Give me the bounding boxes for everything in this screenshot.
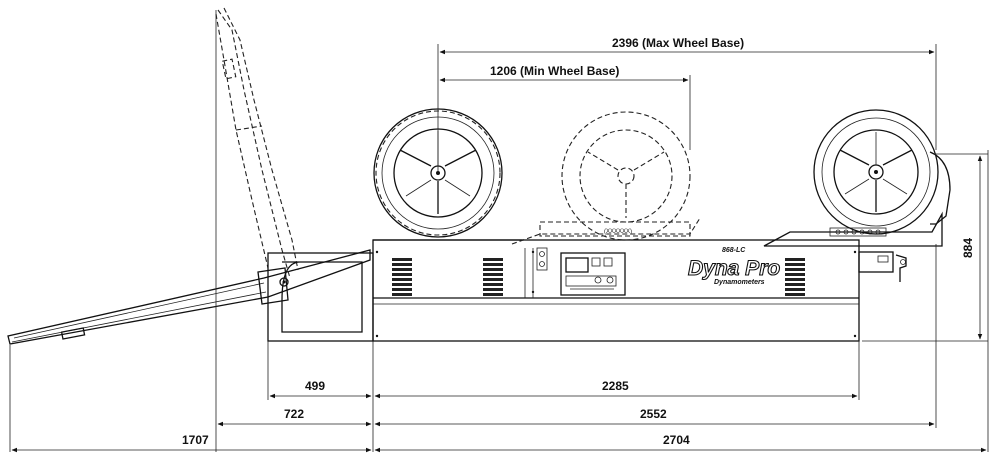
dim-row1-left: 499	[305, 379, 325, 393]
dim-row3-right: 2704	[663, 433, 690, 447]
deployed-ramp	[7, 249, 371, 345]
dim-row2-left: 722	[284, 407, 304, 421]
dimension-lines	[9, 10, 989, 453]
position-tag: (XXXXXX)	[604, 229, 632, 235]
dim-height: 884	[961, 238, 975, 258]
rear-wheel	[813, 109, 939, 235]
dim-max-wheel-base: 2396 (Max Wheel Base)	[612, 36, 744, 50]
min-wheelbase-wheel-outline: (XXXXXX)	[511, 111, 701, 245]
dim-row1-right: 2285	[602, 379, 629, 393]
brand-logo: 868-LC Dyna Pro Dynamometers	[687, 247, 780, 286]
model-code: 868-LC	[722, 247, 746, 254]
dim-row2-right: 2552	[640, 407, 667, 421]
brand-main: Dyna Pro	[688, 257, 780, 280]
rear-roller-deck	[763, 151, 951, 247]
dim-min-wheel-base: 1206 (Min Wheel Base)	[490, 64, 619, 78]
dimension-labels: 2396 (Max Wheel Base) 1206 (Min Wheel Ba…	[182, 36, 975, 447]
brand-sub: Dynamometers	[714, 279, 765, 286]
dyno-body	[267, 239, 907, 342]
dim-row3-left: 1707	[182, 433, 209, 447]
stowed-ramp-outline	[215, 7, 299, 279]
